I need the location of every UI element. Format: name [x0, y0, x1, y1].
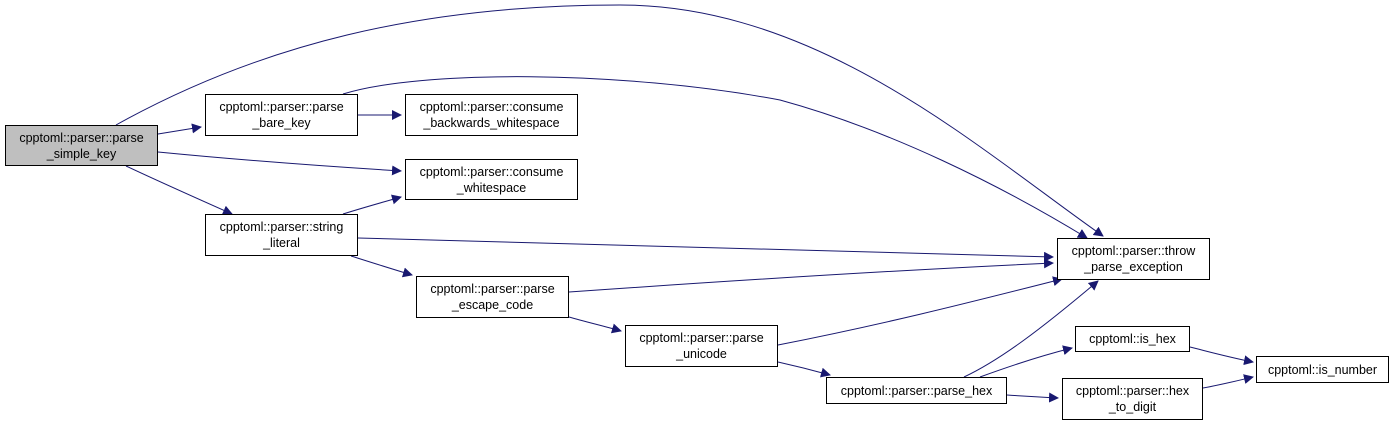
node-parse-unicode[interactable]: cpptoml::parser::parse _unicode	[625, 325, 778, 367]
node-consume-backwards-whitespace[interactable]: cpptoml::parser::consume _backwards_whit…	[405, 94, 578, 136]
node-label-line1: cpptoml::parser::parse_hex	[840, 383, 993, 398]
edge-parse-simple-key-to-parse-bare-key	[157, 123, 202, 135]
node-label-line1: cpptoml::parser::parse	[430, 282, 555, 296]
edge-parse-hex-to-hex-to-digit	[1006, 392, 1059, 403]
node-label-line1: cpptoml::parser::consume	[419, 100, 564, 114]
edge-parse-escape-code-to-parse-unicode	[568, 316, 622, 334]
node-is-hex[interactable]: cpptoml::is_hex	[1075, 326, 1190, 352]
edge-parse-escape-code-to-throw-parse-exception	[568, 258, 1054, 293]
edge-parse-hex-to-throw-parse-exception	[963, 280, 1099, 378]
node-label-line1: cpptoml::is_hex	[1089, 332, 1176, 346]
edge-parse-unicode-to-parse-hex	[777, 361, 831, 378]
edge-string-literal-to-parse-escape-code	[350, 255, 413, 278]
edge-string-literal-to-throw-parse-exception	[357, 237, 1054, 262]
node-label-line2: _backwards_whitespace	[423, 116, 560, 130]
edge-parse-simple-key-to-throw-parse-exception	[115, 4, 1104, 237]
node-hex-to-digit[interactable]: cpptoml::parser::hex _to_digit	[1062, 378, 1203, 420]
edge-is-hex-to-is-number	[1189, 346, 1254, 366]
edge-hex-to-digit-to-is-number	[1202, 374, 1254, 389]
node-label-line1: cpptoml::parser::parse	[219, 100, 344, 114]
node-label-line2: _parse_exception	[1084, 260, 1183, 274]
node-label-line2: _literal	[263, 236, 300, 250]
node-label-line1: cpptoml::parser::hex	[1075, 384, 1190, 398]
node-label-line1: cpptoml::parser::string	[219, 220, 344, 234]
node-label-line1: cpptoml::parser::parse	[19, 130, 144, 145]
node-label-line2: _simple_key	[46, 146, 117, 161]
node-label-line2: _unicode	[676, 347, 727, 361]
node-parse-hex[interactable]: cpptoml::parser::parse_hex	[826, 377, 1007, 404]
node-consume-whitespace[interactable]: cpptoml::parser::consume _whitespace	[405, 159, 578, 200]
node-parse-bare-key[interactable]: cpptoml::parser::parse _bare_key	[205, 94, 358, 136]
node-throw-parse-exception[interactable]: cpptoml::parser::throw _parse_exception	[1057, 238, 1210, 280]
edge-parse-simple-key-to-consume-whitespace	[157, 151, 402, 176]
edge-parse-unicode-to-throw-parse-exception	[777, 276, 1063, 346]
node-label-line2: _to_digit	[1108, 400, 1157, 414]
edge-parse-bare-key-to-throw-parse-exception	[342, 76, 1088, 239]
edge-parse-simple-key-to-string-literal	[125, 165, 233, 215]
node-parse-simple-key: cpptoml::parser::parse _simple_key	[5, 125, 158, 166]
node-label-line2: _whitespace	[456, 180, 527, 195]
node-label-line1: cpptoml::parser::parse	[639, 331, 764, 345]
edge-string-literal-to-consume-whitespace	[342, 194, 402, 215]
node-parse-escape-code[interactable]: cpptoml::parser::parse _escape_code	[416, 276, 569, 318]
node-label-line1: cpptoml::parser::consume	[419, 164, 564, 179]
node-label-line1: cpptoml::parser::throw	[1071, 244, 1196, 258]
node-label-line2: _escape_code	[451, 298, 534, 312]
node-string-literal[interactable]: cpptoml::parser::string _literal	[205, 214, 358, 256]
node-label-line2: _bare_key	[252, 116, 311, 130]
node-label-line1: cpptoml::is_number	[1267, 362, 1378, 377]
node-is-number[interactable]: cpptoml::is_number	[1256, 356, 1389, 383]
edge-parse-hex-to-is-hex	[979, 345, 1073, 378]
